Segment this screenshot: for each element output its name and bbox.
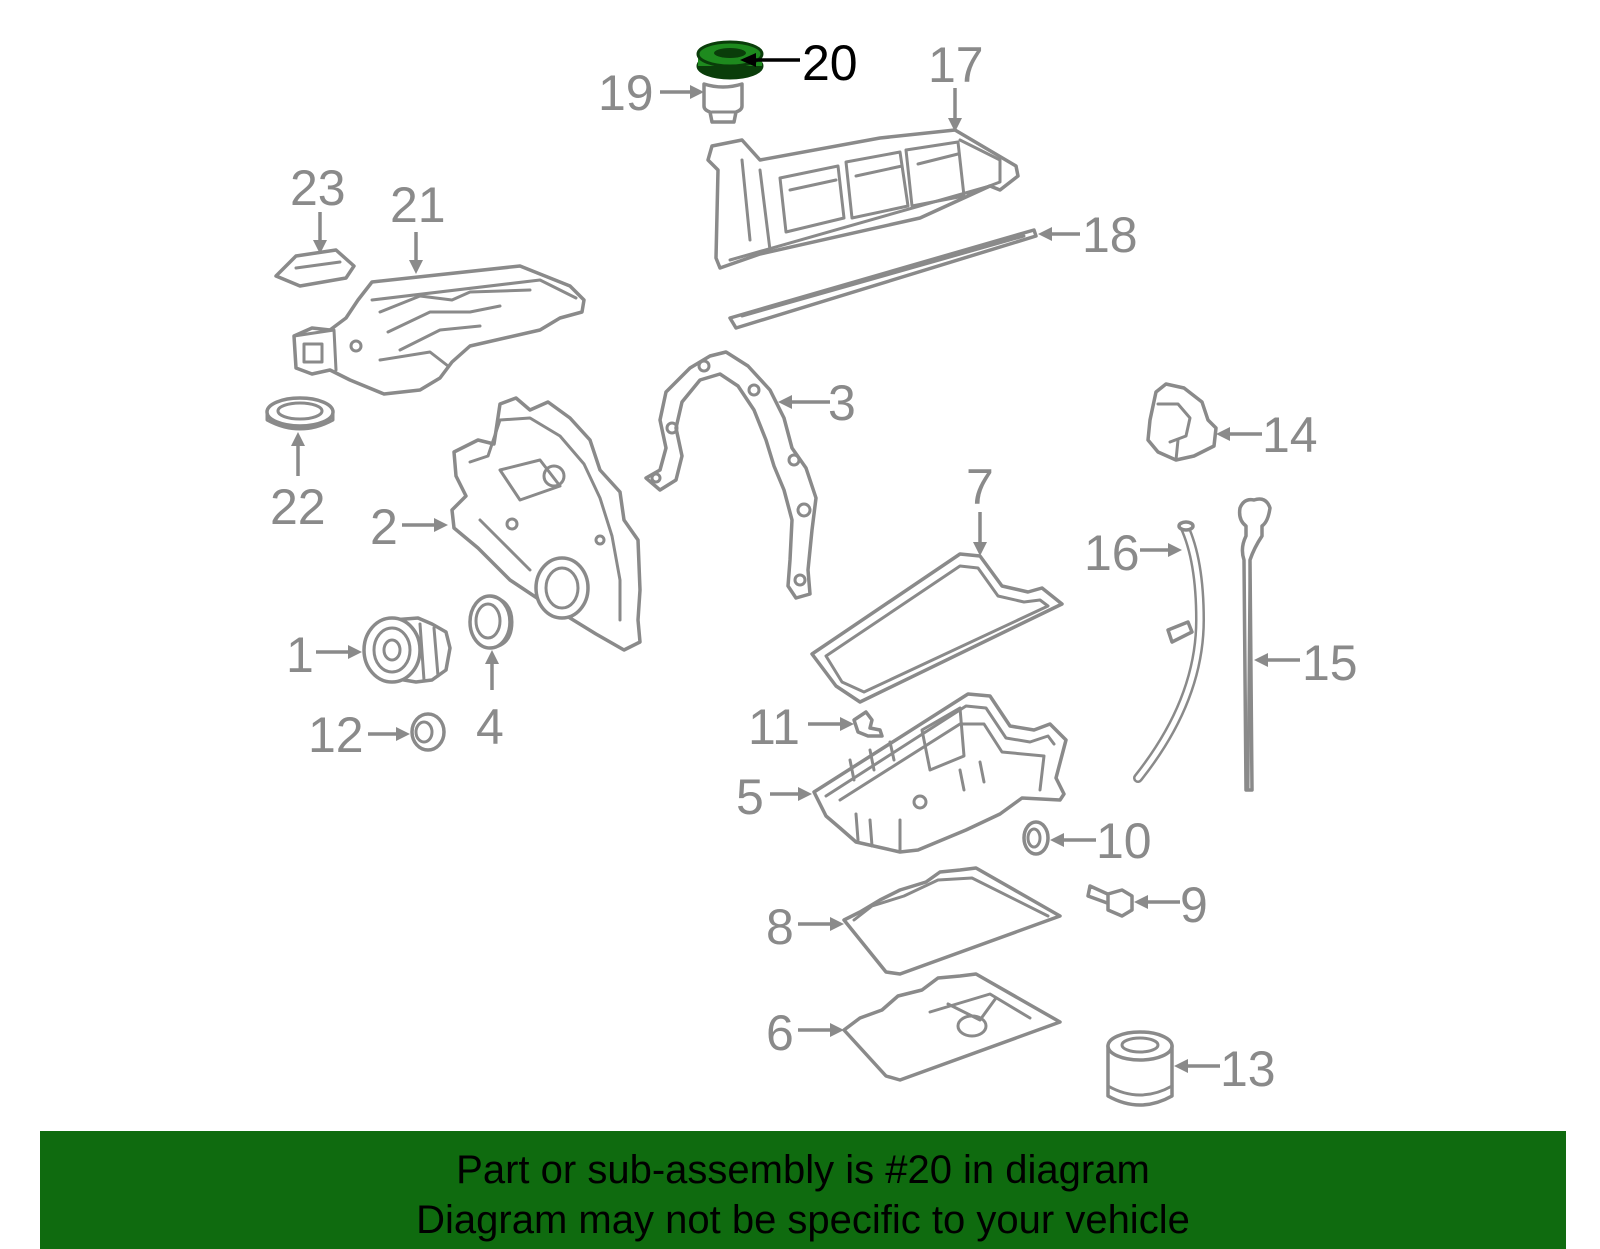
callout-20-arrow — [740, 53, 800, 67]
callout-23-arrow — [313, 212, 327, 254]
callout-14[interactable]: 14 — [1262, 407, 1318, 463]
info-banner: Part or sub-assembly is #20 in diagram D… — [40, 1131, 1566, 1249]
callout-9-arrow — [1134, 895, 1180, 909]
callout-7[interactable]: 7 — [966, 459, 994, 515]
callout-22-arrow — [291, 432, 305, 476]
part-14-bracket[interactable] — [1146, 382, 1218, 462]
callout-2[interactable]: 2 — [370, 499, 398, 555]
callout-12-arrow — [368, 727, 410, 741]
callout-18[interactable]: 18 — [1082, 207, 1138, 263]
part-17-valve-cover[interactable] — [706, 128, 1020, 270]
callout-17-arrow — [948, 88, 962, 132]
banner-line-1: Part or sub-assembly is #20 in diagram — [456, 1148, 1150, 1192]
part-6-baffle[interactable] — [842, 972, 1062, 1082]
part-23-cover[interactable] — [274, 248, 356, 288]
callout-21-arrow — [409, 232, 423, 274]
callout-6[interactable]: 6 — [766, 1005, 794, 1061]
callout-2-arrow — [402, 518, 448, 532]
part-11-bolt[interactable] — [852, 710, 884, 738]
part-1-balancer[interactable] — [362, 616, 452, 684]
callout-10[interactable]: 10 — [1096, 813, 1152, 869]
callout-9[interactable]: 9 — [1180, 877, 1208, 933]
callout-20[interactable]: 20 — [802, 35, 858, 91]
part-5-oil-pan[interactable] — [812, 692, 1068, 854]
part-15-dipstick[interactable] — [1237, 497, 1272, 792]
part-3-gasket[interactable] — [644, 350, 818, 600]
callout-13-arrow — [1174, 1059, 1220, 1073]
part-18-gasket[interactable] — [728, 228, 1038, 330]
callout-15-arrow — [1254, 653, 1300, 667]
callout-15[interactable]: 15 — [1302, 635, 1358, 691]
callout-16-arrow — [1140, 543, 1182, 557]
part-13-oil-filter[interactable] — [1106, 1030, 1174, 1107]
callout-5[interactable]: 5 — [736, 769, 764, 825]
callout-14-arrow — [1216, 427, 1262, 441]
callout-23[interactable]: 23 — [290, 160, 346, 216]
callout-3[interactable]: 3 — [828, 375, 856, 431]
callout-6-arrow — [798, 1023, 844, 1037]
callout-10-arrow — [1050, 833, 1096, 847]
callout-12[interactable]: 12 — [308, 707, 364, 763]
callout-1-arrow — [316, 645, 362, 659]
callout-11[interactable]: 11 — [748, 699, 800, 755]
callout-22[interactable]: 22 — [270, 479, 326, 535]
callout-4[interactable]: 4 — [476, 699, 504, 755]
callout-13[interactable]: 13 — [1220, 1041, 1276, 1097]
callout-16[interactable]: 16 — [1084, 525, 1140, 581]
callout-3-arrow — [778, 395, 830, 409]
banner-line-2: Diagram may not be specific to your vehi… — [416, 1198, 1190, 1242]
callout-11-arrow — [808, 717, 854, 731]
callout-5-arrow — [770, 787, 812, 801]
part-19-filler-cap[interactable] — [702, 82, 744, 124]
callout-18-arrow — [1038, 227, 1080, 241]
part-21-intake-manifold[interactable] — [292, 264, 586, 396]
part-22-seal[interactable] — [265, 396, 335, 431]
callout-1[interactable]: 1 — [286, 627, 314, 683]
callout-19-arrow — [660, 85, 704, 99]
callout-8[interactable]: 8 — [766, 899, 794, 955]
part-16-dipstick-tube[interactable] — [1133, 520, 1205, 783]
part-2-timing-cover[interactable] — [450, 396, 642, 652]
callout-17[interactable]: 17 — [928, 37, 984, 93]
callout-19[interactable]: 19 — [598, 65, 654, 121]
part-4-crank-seal[interactable] — [468, 594, 514, 650]
callout-4-arrow — [485, 650, 499, 690]
part-10-washer[interactable] — [1022, 820, 1050, 856]
part-9-drain-plug[interactable] — [1086, 884, 1134, 918]
callout-7-arrow — [973, 512, 987, 556]
part-12-seal[interactable] — [410, 712, 446, 752]
callout-8-arrow — [798, 917, 844, 931]
callout-21[interactable]: 21 — [390, 177, 446, 233]
part-7-pan-gasket[interactable] — [810, 552, 1064, 704]
part-8-gasket[interactable] — [842, 866, 1062, 976]
